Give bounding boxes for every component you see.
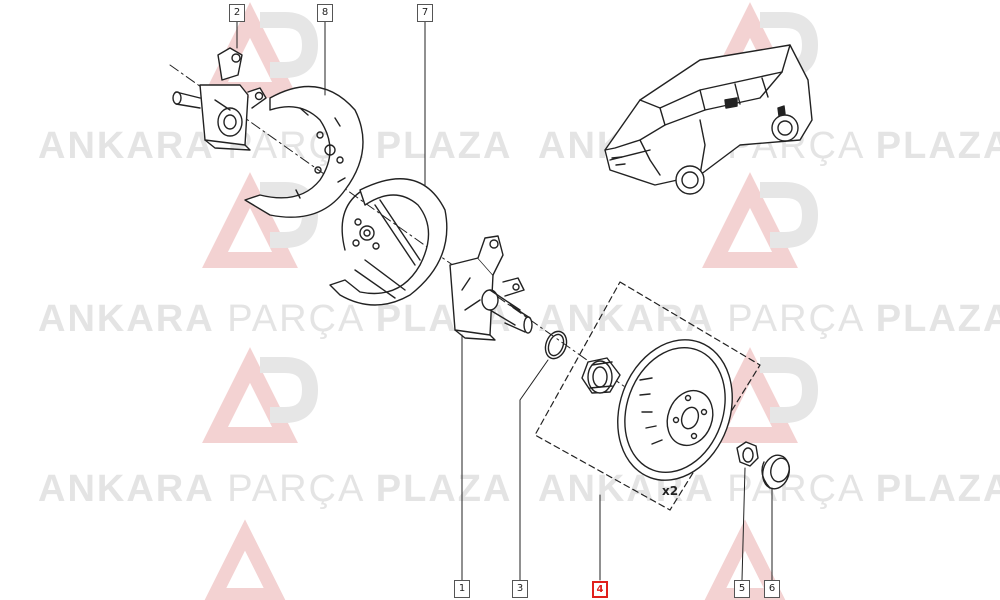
part-8-dust-shield: [244, 85, 364, 218]
callout-7[interactable]: 7: [417, 4, 433, 22]
ap-logo: [702, 172, 819, 268]
callout-4[interactable]: 4: [592, 581, 608, 598]
leader-3: [519, 359, 549, 581]
callout-8[interactable]: 8: [317, 4, 333, 22]
part-5-hub-nut: [736, 441, 759, 467]
part-4-dashed-outline: [534, 281, 761, 511]
part-3-circlip: [544, 330, 568, 360]
callout-5[interactable]: 5: [734, 580, 750, 598]
part-2-bracket: [172, 47, 267, 151]
callout-6[interactable]: 6: [764, 580, 780, 598]
ap-logo: [202, 347, 319, 443]
part-6-hub-cap: [761, 454, 791, 490]
car-illustration: [604, 44, 813, 195]
part-7-backing-plate: [329, 178, 448, 306]
callout-2[interactable]: 2: [229, 4, 245, 22]
callout-3[interactable]: 3: [512, 580, 528, 598]
part-1-stub-axle: [449, 235, 533, 341]
part-4-disc-group: [534, 281, 761, 511]
callout-1[interactable]: 1: [454, 580, 470, 598]
ap-logo: [204, 519, 286, 600]
disc-quantity-label: x2: [662, 484, 679, 498]
leader-lines: [236, 19, 773, 581]
leader-5: [741, 467, 746, 581]
